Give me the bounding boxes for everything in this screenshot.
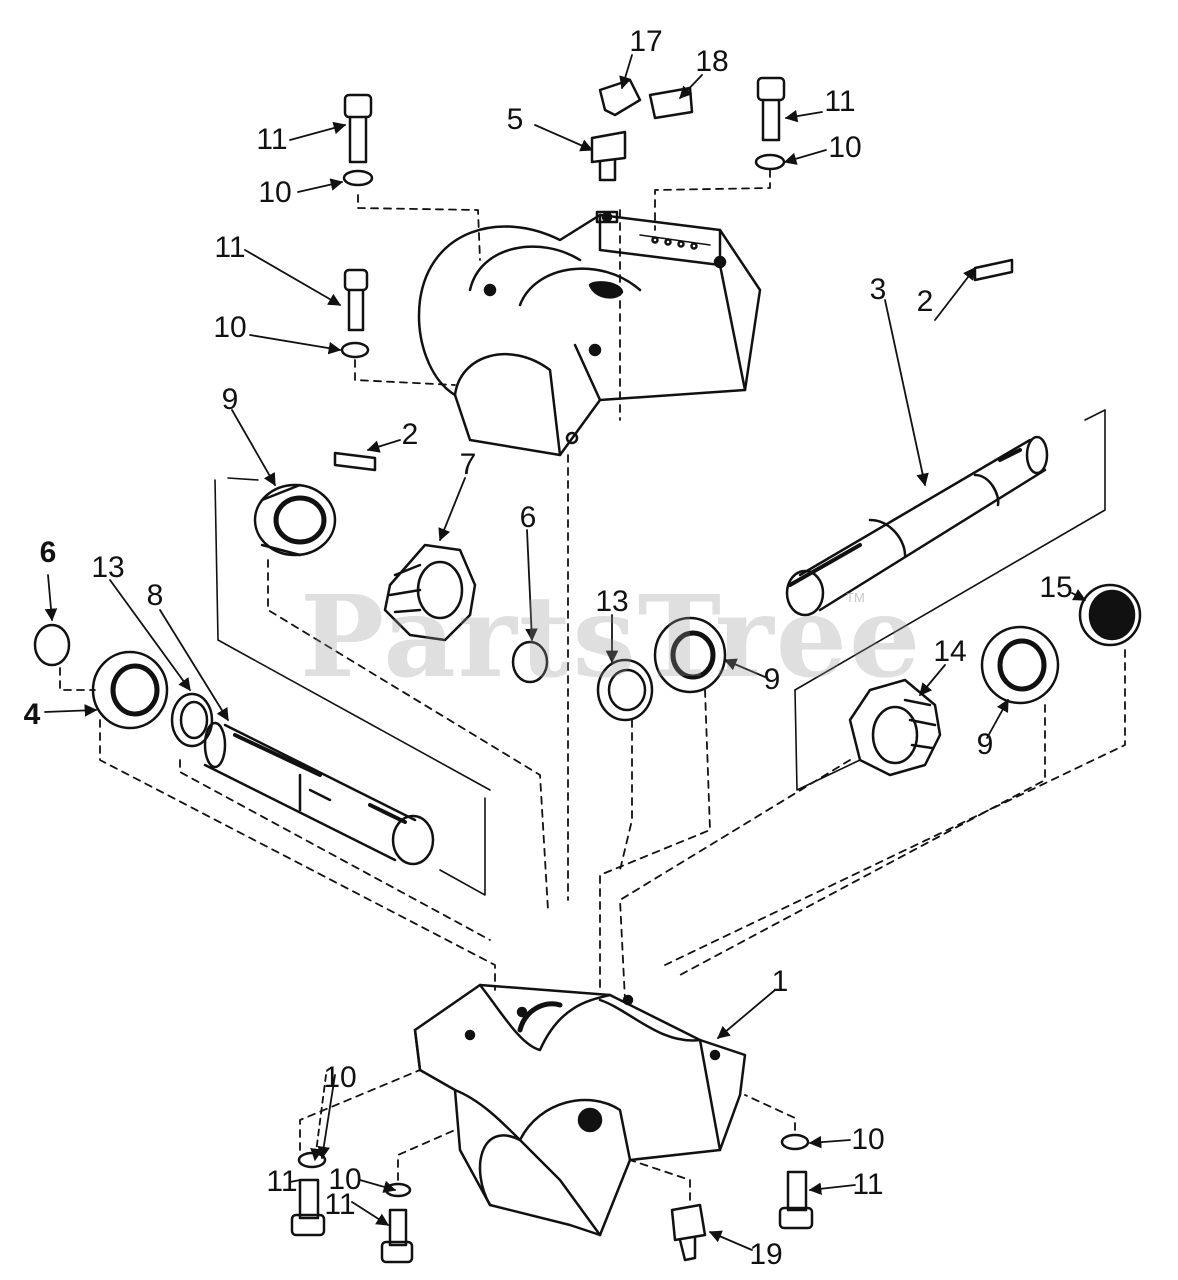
callout-11-b: 11 bbox=[824, 85, 856, 118]
callout-2-left: 2 bbox=[401, 418, 419, 451]
callout-18: 18 bbox=[695, 45, 729, 78]
callout-9-upper: 9 bbox=[221, 383, 239, 416]
callout-11-f: 11 bbox=[266, 1165, 298, 1198]
key-2-left bbox=[333, 451, 377, 472]
group-outlines bbox=[214, 409, 1106, 896]
callout-2-right: 2 bbox=[916, 285, 934, 318]
callout-11-a: 11 bbox=[256, 123, 288, 156]
callout-10-f: 10 bbox=[328, 1163, 362, 1196]
callout-17: 17 bbox=[629, 25, 663, 58]
plug-6-center bbox=[511, 640, 549, 684]
callout-1: 1 bbox=[771, 965, 789, 998]
bearing-4 bbox=[91, 650, 169, 730]
bolt-11-b bbox=[754, 76, 786, 171]
callout-11-d: 11 bbox=[852, 1168, 884, 1201]
callout-10-e: 10 bbox=[323, 1061, 357, 1094]
callout-10-b: 10 bbox=[828, 131, 862, 164]
fitting-19 bbox=[670, 1203, 707, 1262]
callout-5: 5 bbox=[506, 103, 524, 136]
callout-10-c: 10 bbox=[213, 311, 247, 344]
washer-13-center bbox=[596, 658, 654, 722]
callout-4: 4 bbox=[23, 698, 41, 731]
callout-13-center: 13 bbox=[595, 585, 629, 618]
washer-13-left bbox=[170, 692, 214, 748]
lower-housing bbox=[413, 983, 747, 1237]
callout-6-left: 6 bbox=[39, 536, 57, 569]
watermark-text: PartsTree bbox=[300, 572, 923, 703]
callout-14: 14 bbox=[933, 635, 967, 668]
alignment-lines bbox=[59, 169, 1126, 1201]
callout-13-left: 13 bbox=[91, 551, 125, 584]
callout-11-e: 11 bbox=[324, 1188, 356, 1221]
plug-6-left bbox=[33, 623, 71, 667]
callout-3: 3 bbox=[869, 273, 887, 306]
upper-housing bbox=[417, 210, 762, 457]
callout-11-c: 11 bbox=[214, 231, 246, 264]
grease-fitting-18 bbox=[648, 86, 694, 120]
bearing-9-upper bbox=[253, 483, 337, 557]
shaft-8 bbox=[203, 721, 435, 866]
callout-6-center: 6 bbox=[519, 501, 537, 534]
key-2-right bbox=[973, 258, 1014, 282]
elbow-17 bbox=[598, 78, 642, 117]
bearing-9-right bbox=[980, 625, 1060, 705]
bolt-11-a bbox=[342, 93, 374, 187]
seal-15 bbox=[1078, 583, 1142, 647]
bolt-11-f bbox=[778, 1133, 814, 1230]
bolt-11-c bbox=[340, 268, 370, 359]
gear-14 bbox=[848, 678, 942, 777]
gear-7 bbox=[383, 543, 477, 642]
bearing-9-center bbox=[653, 616, 727, 694]
callout-9-center: 9 bbox=[763, 663, 781, 696]
callout-10-d: 10 bbox=[851, 1123, 885, 1156]
trademark-mark: TM bbox=[846, 590, 865, 605]
callout-8: 8 bbox=[146, 579, 164, 612]
callout-19: 19 bbox=[749, 1238, 783, 1271]
fitting-5 bbox=[590, 130, 627, 182]
leader-arrows bbox=[44, 54, 1087, 1251]
callout-9-right: 9 bbox=[976, 728, 994, 761]
shaft-3 bbox=[785, 435, 1049, 617]
callout-15: 15 bbox=[1039, 571, 1073, 604]
callout-10-a: 10 bbox=[258, 176, 292, 209]
callout-7: 7 bbox=[459, 448, 477, 481]
